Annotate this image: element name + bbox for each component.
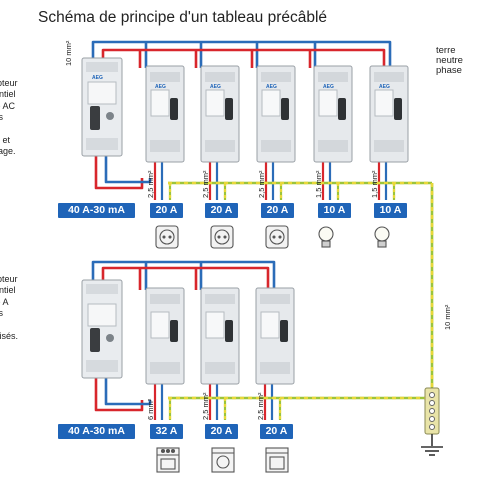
earth-terminal-block: [424, 387, 440, 435]
section-label: 1,5 mm²: [314, 170, 323, 198]
breaker-rating-badge: 20 A: [261, 203, 294, 218]
section-label: 2,5 mm²: [201, 392, 210, 420]
description-line: r les: [0, 112, 4, 123]
page-title: Schéma de principe d'un tableau précâblé: [38, 9, 328, 26]
bottom-breakers: [145, 287, 295, 385]
top-phase-bus: [101, 48, 386, 68]
top-differential-switch: [81, 57, 123, 157]
section-label: 1,5 mm²: [370, 170, 379, 198]
top-row-description: rrupteur érentiel ype AC r les uits ses …: [0, 78, 40, 158]
description-line: r les: [0, 308, 4, 319]
socket-icon: [265, 225, 289, 249]
bottom-load-icons: [156, 447, 289, 473]
socket-icon: [155, 225, 179, 249]
breaker-rating-badge: 32 A: [150, 424, 183, 439]
differential-rating-badge: 40 A-30 mA: [58, 203, 135, 218]
top-breakers: [145, 65, 409, 163]
legend-earth: terre: [436, 45, 456, 56]
description-line: uits: [0, 320, 40, 331]
circuit-breaker: [145, 287, 185, 385]
breaker-rating-badge: 10 A: [374, 203, 407, 218]
description-line: cialisés.: [0, 331, 19, 342]
description-line: érentiel: [0, 285, 16, 296]
light-bulb-icon: [374, 226, 390, 248]
breaker-rating-badge: 20 A: [260, 424, 293, 439]
top-wiring: [91, 40, 432, 200]
brand-label: AEG: [323, 84, 334, 90]
legend-phase: phase: [436, 65, 462, 76]
brand-label: AEG: [266, 84, 277, 90]
breaker-rating-badge: 10 A: [318, 203, 351, 218]
main-section-label: 10 mm²: [64, 40, 73, 66]
washing-machine-icon: [211, 447, 235, 473]
top-neutral-bus: [91, 40, 392, 68]
description-line: rrupteur: [0, 274, 18, 284]
description-line: érentiel: [0, 89, 16, 100]
bottom-row-description: rrupteur érentiel ype A r les uits ciali…: [0, 274, 40, 342]
section-label: 2,5 mm²: [146, 170, 155, 198]
section-label: 2,5 mm²: [257, 170, 266, 198]
legend-neutral: neutre: [436, 55, 463, 66]
section-label: 6 mm²: [146, 398, 155, 420]
circuit-breaker: [200, 65, 240, 163]
light-bulb-icon: [318, 226, 334, 248]
breaker-rating-badge: 20 A: [205, 203, 238, 218]
breaker-rating-badge: 20 A: [205, 424, 238, 439]
description-line: ses et: [0, 135, 11, 146]
description-line: ype AC: [0, 100, 16, 111]
bottom-wiring: [91, 183, 434, 420]
differential-rating-badge: 40 A-30 mA: [58, 424, 135, 439]
circuit-breaker: [369, 65, 409, 163]
circuit-breaker: [313, 65, 353, 163]
description-line: rrupteur: [0, 78, 18, 88]
circuit-breaker: [255, 287, 295, 385]
ground-symbol-icon: [421, 434, 443, 456]
brand-label: AEG: [210, 84, 221, 90]
top-load-icons: [155, 225, 390, 249]
description-line: ype A: [0, 296, 9, 307]
wire-legend: terre neutre phase: [436, 46, 463, 76]
brand-label: AEG: [92, 75, 103, 81]
circuit-breaker: [256, 65, 296, 163]
socket-icon: [210, 225, 234, 249]
breaker-rating-badge: 20 A: [150, 203, 183, 218]
brand-label: AEG: [379, 84, 390, 90]
section-label: 2,5 mm²: [256, 392, 265, 420]
circuit-breaker: [145, 65, 185, 163]
description-line: lairage.: [0, 146, 16, 157]
earth-section-label: 10 mm²: [443, 304, 452, 330]
dishwasher-icon: [265, 447, 289, 473]
description-line: uits: [0, 124, 40, 135]
bottom-differential-switch: [81, 279, 123, 379]
circuit-breaker: [200, 287, 240, 385]
section-label: 2,5 mm²: [201, 170, 210, 198]
cooker-icon: [156, 447, 180, 473]
brand-label: AEG: [155, 84, 166, 90]
